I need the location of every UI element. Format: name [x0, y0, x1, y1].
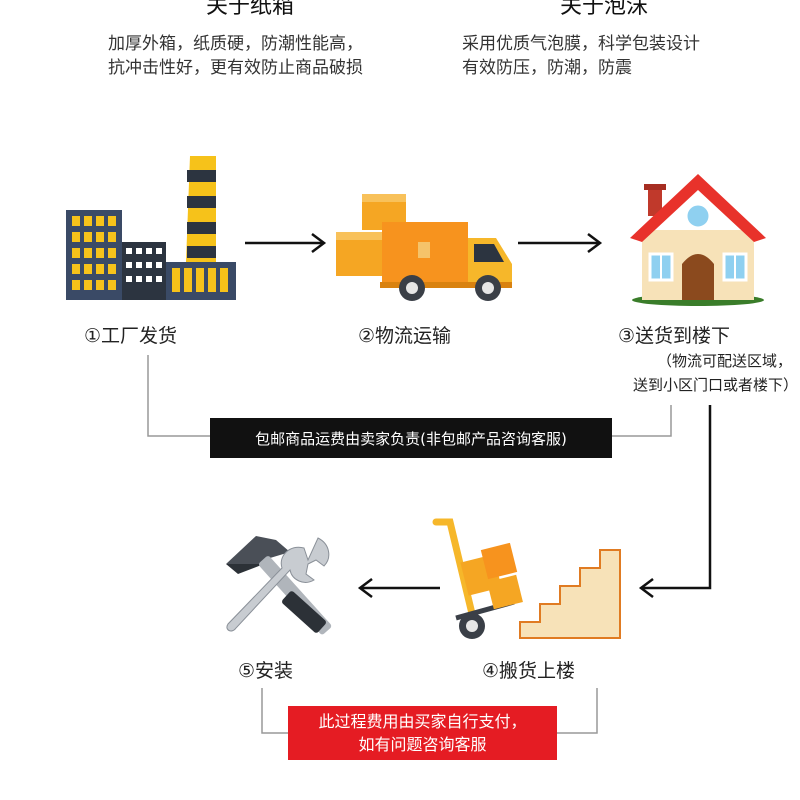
buyer-cost-line-1: 此过程费用由买家自行支付， [318, 712, 527, 731]
step-1-label: ①工厂发货 [84, 325, 178, 347]
arrow-factory-to-truck [245, 233, 327, 253]
hammer-wrench-icon [226, 536, 332, 635]
foam-desc-line-1: 采用优质气泡膜，科学包装设计 [462, 34, 700, 54]
buyer-cost-line-2: 如有问题咨询客服 [358, 735, 487, 754]
factory-icon [66, 156, 236, 300]
gray-connector-bottom [261, 688, 288, 734]
hand-truck-stairs-icon [432, 518, 621, 639]
delivery-truck-icon [336, 194, 512, 301]
foam-desc-line-2: 有效防压，防潮，防震 [462, 58, 632, 78]
house-icon [630, 174, 766, 306]
delivery-note-line-1: （物流可配送区域， [656, 352, 792, 370]
arrow-house-to-stairs [638, 405, 712, 598]
step-5-label: ⑤安装 [238, 660, 294, 682]
delivery-note-line-2: 送到小区门口或者楼下） [632, 376, 798, 394]
free-shipping-text: 包邮商品运费由卖家负责(非包邮产品咨询客服) [255, 429, 567, 448]
arrow-truck-to-house [518, 233, 603, 253]
gray-connector-right [612, 405, 672, 437]
step-2-label: ②物流运输 [358, 325, 452, 347]
free-shipping-banner: 包邮商品运费由卖家负责(非包邮产品咨询客服) [210, 418, 612, 458]
foam-title: 关于泡沫 [560, 0, 649, 19]
step-4-label: ④搬货上楼 [482, 660, 576, 682]
arrow-stairs-to-tools [357, 578, 440, 598]
carton-desc-line-1: 加厚外箱，纸质硬，防潮性能高， [108, 34, 363, 54]
step-3-label: ③送货到楼下 [618, 325, 731, 347]
carton-desc-line-2: 抗冲击性好，更有效防止商品破损 [108, 58, 363, 78]
carton-title: 关于纸箱 [206, 0, 295, 19]
buyer-cost-banner: 此过程费用由买家自行支付， 如有问题咨询客服 [288, 706, 557, 760]
gray-connector-left [147, 355, 210, 437]
